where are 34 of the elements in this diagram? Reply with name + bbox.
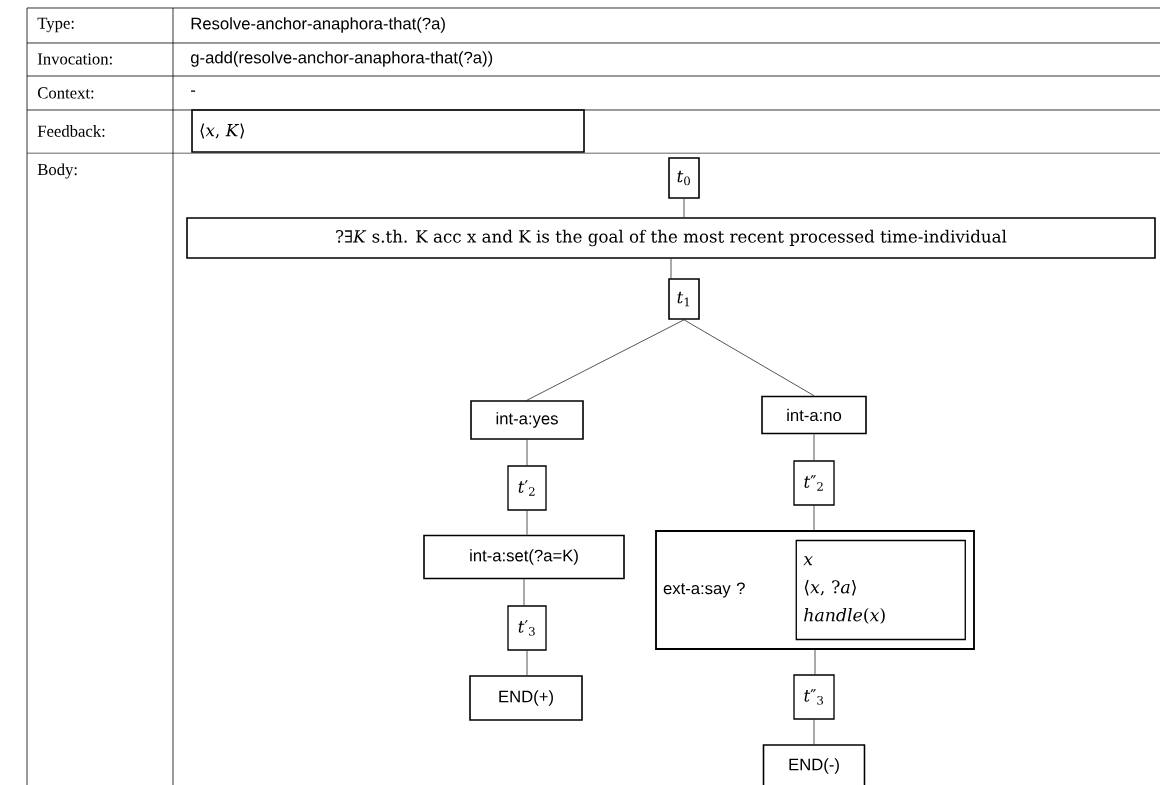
time-box: t′$_{3}$: [507, 605, 547, 651]
cell-text: g-add(resolve-anchor-anaphora-that(?a)): [190, 51, 493, 67]
connector-line: [523, 578, 525, 606]
row-label: Body:: [37, 163, 77, 179]
time-box: t$_{0}$: [668, 157, 700, 199]
row-label: Type:: [37, 17, 74, 33]
time-box: t″$_{3}$: [793, 674, 835, 720]
row-label: Invocation:: [37, 53, 112, 65]
end-box: END(+): [469, 675, 583, 721]
end-box: END(-): [762, 744, 866, 785]
connector-line: [814, 649, 816, 675]
cell-text: -: [191, 90, 196, 92]
connector-line: [813, 505, 815, 531]
feedback-box: ⟨x, K⟩: [191, 109, 585, 153]
connector-line: [683, 319, 815, 397]
connector-line: [526, 650, 528, 676]
connector-line: [526, 439, 528, 466]
time-box: t$_{1}$: [668, 278, 700, 320]
question-box: ?∃K s.th. K acc x and K is the goal of the most recent processed time-individual: [186, 217, 1156, 259]
connector-line: [526, 319, 685, 401]
action-box: int-a:yes: [470, 400, 584, 440]
connector-line: [683, 198, 685, 218]
action-box: int-a:set(?a=K): [423, 534, 625, 580]
action-box: int-a:no: [761, 395, 867, 435]
time-box: t″$_{2}$: [793, 460, 835, 506]
connector-line: [813, 719, 815, 745]
time-box: t′$_{2}$: [507, 465, 547, 511]
connector-line: [526, 510, 528, 536]
connector-line: [670, 258, 672, 279]
connector-line: [813, 433, 815, 461]
cell-text: Resolve-anchor-anaphora-that(?a): [191, 17, 445, 33]
row-label: Feedback:: [37, 125, 105, 137]
row-label: Context:: [37, 87, 94, 99]
output-box: x ⟨x, ?a⟩ handle(x): [795, 539, 966, 641]
